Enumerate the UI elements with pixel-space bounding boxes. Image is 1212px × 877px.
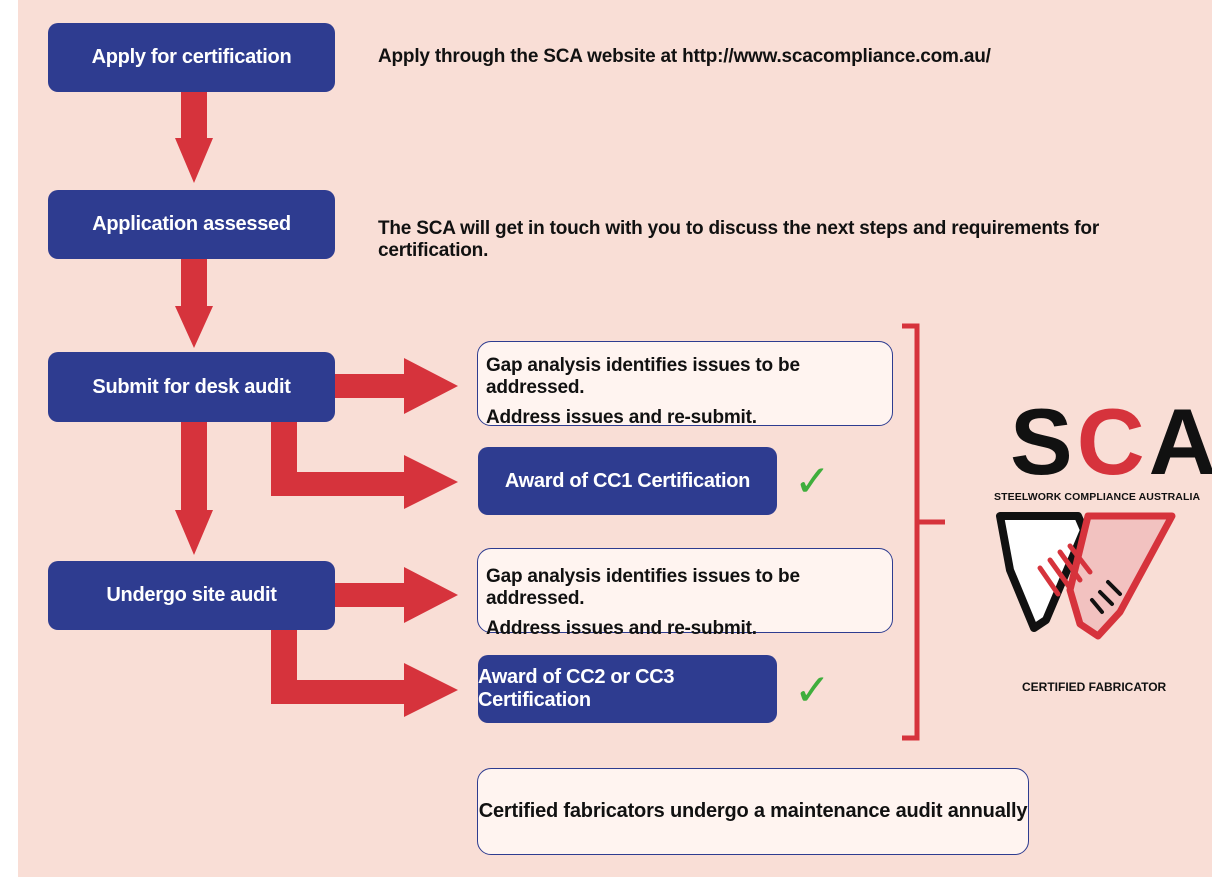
step-apply: Apply for certification xyxy=(48,23,335,92)
maintenance-box: Certified fabricators undergo a maintena… xyxy=(477,768,1029,855)
desk-gap-line-1: Gap analysis identifies issues to be add… xyxy=(486,355,800,398)
desk-gap-analysis-box: Gap analysis identifies issues to be add… xyxy=(477,341,893,428)
site-gap-line-1: Gap analysis identifies issues to be add… xyxy=(486,566,800,609)
logo-letter-c: C xyxy=(1076,389,1149,494)
step-desk-audit: Submit for desk audit xyxy=(48,352,335,422)
logo-letter-s: S xyxy=(1010,389,1077,494)
logo-letter-a: A xyxy=(1148,389,1212,494)
desk-gap-line-2: Address issues and re-submit. xyxy=(486,407,757,428)
step-assessed: Application assessed xyxy=(48,190,335,259)
arrow-site-to-cc2 xyxy=(271,630,458,717)
step-site-audit: Undergo site audit xyxy=(48,561,335,630)
award-cc1: Award of CC1 Certification xyxy=(478,447,777,515)
site-gap-analysis-box: Gap analysis identifies issues to be add… xyxy=(477,548,893,639)
site-gap-line-2: Address issues and re-submit. xyxy=(486,618,757,639)
arrow-desk-to-site xyxy=(175,422,213,555)
cc2-check-icon: ✓ xyxy=(794,666,831,715)
arrow-assessed-to-desk xyxy=(175,259,213,348)
apply-description: Apply through the SCA website at http://… xyxy=(378,46,991,67)
logo-tagline: STEELWORK COMPLIANCE AUSTRALIA xyxy=(994,491,1201,503)
arrow-apply-to-assessed xyxy=(175,92,213,183)
assessed-description: The SCA will get in touch with you to di… xyxy=(378,218,1100,261)
certified-fabricator-label: CERTIFIED FABRICATOR xyxy=(1022,680,1167,694)
certification-bracket xyxy=(902,323,945,741)
arrow-desk-to-gap xyxy=(334,358,458,414)
arrow-site-to-gap xyxy=(334,567,458,623)
handshake-icon xyxy=(996,512,1176,640)
sca-logo: SCA xyxy=(1010,395,1212,489)
diagram-background xyxy=(18,0,1212,877)
arrow-desk-to-cc1 xyxy=(271,422,458,509)
cc1-check-icon: ✓ xyxy=(794,457,831,506)
award-cc2-cc3: Award of CC2 or CC3 Certification xyxy=(478,655,777,723)
